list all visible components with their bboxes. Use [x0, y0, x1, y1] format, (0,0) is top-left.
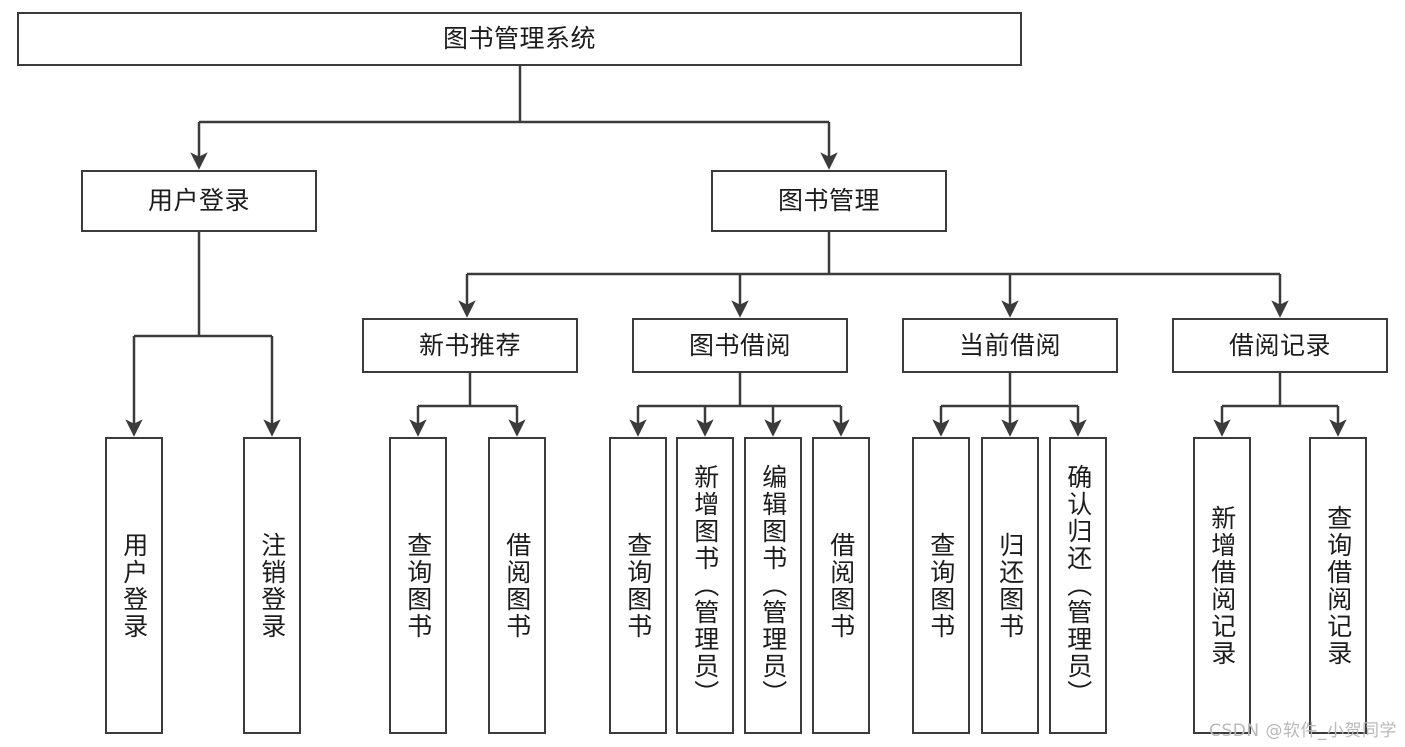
- node-leaf-query-borrow-record[interactable]: 查询借阅记录: [1309, 437, 1367, 734]
- node-user-login-label: 用户登录: [147, 186, 250, 216]
- node-book-borrow-label: 图书借阅: [688, 330, 791, 360]
- node-current-borrow-label: 当前借阅: [958, 330, 1061, 360]
- node-leaf-borrow-book-1-label: 借阅图书: [502, 531, 532, 640]
- node-leaf-borrow-book-1[interactable]: 借阅图书: [488, 437, 546, 734]
- node-leaf-query-book-2[interactable]: 查询图书: [609, 437, 667, 734]
- node-leaf-borrow-book-2[interactable]: 借阅图书: [812, 437, 870, 734]
- node-current-borrow[interactable]: 当前借阅: [902, 318, 1118, 373]
- node-leaf-return-book[interactable]: 归还图书: [981, 437, 1039, 734]
- node-leaf-query-book-2-label: 查询图书: [623, 531, 653, 640]
- node-leaf-add-borrow-record[interactable]: 新增借阅记录: [1193, 437, 1251, 734]
- node-leaf-add-book-admin-label: 新增图书（管理员）: [690, 464, 720, 707]
- node-book-management[interactable]: 图书管理: [711, 170, 947, 232]
- node-leaf-query-book-1-label: 查询图书: [403, 531, 433, 640]
- node-user-login[interactable]: 用户登录: [81, 170, 317, 232]
- csdn-watermark: CSDN @软件_小贺同学: [1209, 721, 1397, 741]
- node-leaf-borrow-book-2-label: 借阅图书: [826, 531, 856, 640]
- node-leaf-query-book-3[interactable]: 查询图书: [912, 437, 970, 734]
- node-leaf-user-login[interactable]: 用户登录: [105, 437, 163, 734]
- node-leaf-confirm-return-admin-label: 确认归还（管理员）: [1063, 464, 1093, 707]
- node-root-label: 图书管理系统: [442, 24, 596, 54]
- node-root[interactable]: 图书管理系统: [17, 12, 1022, 66]
- node-leaf-add-borrow-record-label: 新增借阅记录: [1207, 504, 1237, 667]
- node-leaf-logout-login-label: 注销登录: [257, 531, 287, 640]
- node-borrow-record[interactable]: 借阅记录: [1172, 318, 1388, 373]
- node-leaf-return-book-label: 归还图书: [995, 531, 1025, 640]
- node-borrow-record-label: 借阅记录: [1228, 330, 1331, 360]
- node-leaf-user-login-label: 用户登录: [119, 531, 149, 640]
- node-leaf-edit-book-admin-label: 编辑图书（管理员）: [758, 464, 788, 707]
- node-leaf-query-book-1[interactable]: 查询图书: [389, 437, 447, 734]
- node-leaf-edit-book-admin[interactable]: 编辑图书（管理员）: [744, 437, 802, 734]
- node-leaf-add-book-admin[interactable]: 新增图书（管理员）: [676, 437, 734, 734]
- node-book-management-label: 图书管理: [777, 186, 880, 216]
- node-new-book-recommend[interactable]: 新书推荐: [362, 318, 578, 373]
- node-book-borrow[interactable]: 图书借阅: [632, 318, 848, 373]
- node-leaf-query-borrow-record-label: 查询借阅记录: [1323, 504, 1353, 667]
- node-leaf-query-book-3-label: 查询图书: [926, 531, 956, 640]
- node-leaf-confirm-return-admin[interactable]: 确认归还（管理员）: [1049, 437, 1107, 734]
- node-leaf-logout-login[interactable]: 注销登录: [243, 437, 301, 734]
- node-new-book-recommend-label: 新书推荐: [418, 330, 521, 360]
